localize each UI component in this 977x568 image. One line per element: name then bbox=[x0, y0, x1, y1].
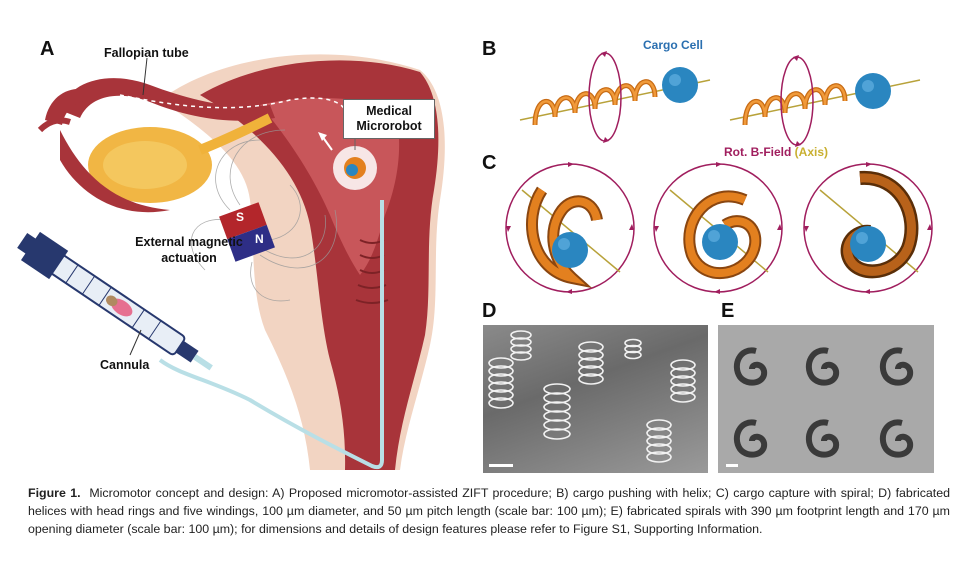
helix-illustration-right bbox=[729, 55, 921, 147]
sem-image-helices bbox=[483, 325, 708, 473]
label-rot-b-field-text: Rot. B-Field bbox=[724, 145, 792, 159]
spiral-capture-1 bbox=[505, 162, 635, 294]
label-medical-microrobot-line1: Medical bbox=[366, 104, 412, 118]
spiral-capture-3 bbox=[803, 162, 933, 294]
label-medical-microrobot-line2: Microrobot bbox=[356, 119, 422, 133]
label-external-magnetic-actuation: External magnetic actuation bbox=[114, 234, 264, 266]
caption-title: Figure 1. bbox=[28, 486, 81, 500]
label-medical-microrobot: Medical Microrobot bbox=[343, 99, 435, 139]
label-fallopian-tube: Fallopian tube bbox=[104, 46, 189, 60]
panel-letter-e: E bbox=[721, 300, 735, 322]
caption-text: Micromotor concept and design: A) Propos… bbox=[28, 486, 951, 536]
panel-letter-b: B bbox=[482, 38, 497, 60]
label-cannula: Cannula bbox=[100, 358, 150, 372]
sem-image-spirals bbox=[718, 325, 934, 473]
label-axis-text: (Axis) bbox=[794, 145, 829, 159]
label-external-magnetic-line1: External magnetic bbox=[135, 235, 243, 249]
label-cargo-cell: Cargo Cell bbox=[643, 38, 704, 52]
label-external-magnetic-line2: actuation bbox=[161, 251, 217, 265]
panel-letter-d: D bbox=[482, 300, 497, 322]
uterus-illustration bbox=[17, 54, 445, 471]
panel-letter-a: A bbox=[40, 38, 55, 60]
figure-caption: Figure 1. Micromotor concept and design:… bbox=[28, 484, 950, 538]
spiral-capture-2 bbox=[653, 162, 783, 294]
magnet-n-label: N bbox=[255, 232, 264, 246]
label-rot-b-field: Rot. B-Field (Axis) bbox=[724, 145, 828, 159]
helix-illustration-left bbox=[519, 51, 711, 143]
magnet-s-label: S bbox=[236, 210, 245, 224]
panel-letter-c: C bbox=[482, 152, 497, 174]
